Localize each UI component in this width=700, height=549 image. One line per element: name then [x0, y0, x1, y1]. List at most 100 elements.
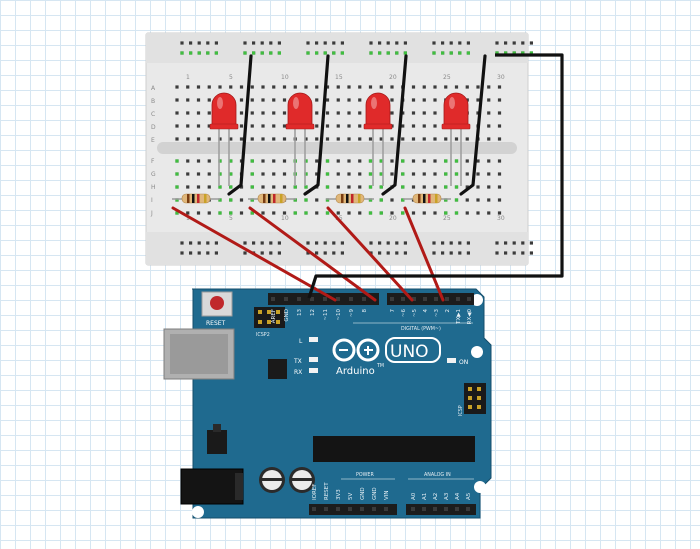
rail-hole: [529, 241, 533, 245]
breadboard-hole: [487, 85, 491, 89]
breadboard-hole: [422, 159, 426, 163]
pin-label: 12: [310, 309, 316, 316]
connected-hole: [454, 172, 459, 176]
top-power-rail: [146, 33, 528, 63]
breadboard-hole: [239, 85, 244, 89]
rail-hole: [306, 241, 310, 245]
breadboard-hole: [487, 137, 491, 141]
rail-hole: [189, 41, 193, 45]
col-number: 5: [229, 215, 233, 222]
icsp-header: [464, 383, 486, 414]
breadboard-hole: [454, 85, 459, 89]
rail-hole: [512, 41, 516, 45]
breadboard-hole: [218, 85, 222, 89]
rail-hole: [386, 251, 390, 255]
connected-hole: [293, 185, 297, 189]
breadboard-hole: [411, 111, 416, 115]
rail-hole: [395, 241, 399, 245]
rail-hole: [521, 241, 525, 245]
resistor: [326, 193, 374, 204]
regulator-tab: [213, 424, 221, 432]
col-number: 1: [186, 74, 190, 81]
breadboard-hole: [315, 111, 319, 115]
breadboard-hole: [282, 211, 287, 215]
breadboard-hole: [487, 172, 491, 176]
breadboard-hole: [196, 85, 201, 89]
breadboard-hole: [444, 85, 448, 89]
breadboard-hole: [422, 185, 426, 189]
header-pin: [467, 297, 471, 301]
rail-hole: [243, 241, 247, 245]
breadboard-hole: [497, 124, 502, 128]
breadboard-hole: [293, 85, 297, 89]
breadboard-hole: [261, 137, 265, 141]
breadboard-hole: [282, 98, 287, 102]
breadboard-hole: [315, 98, 319, 102]
rail-hole: [197, 241, 201, 245]
header-pin: [362, 297, 366, 301]
resistor: [172, 193, 220, 204]
breadboard-hole: [250, 98, 254, 102]
on-label: ON: [459, 359, 468, 366]
connected-rail-hole: [529, 51, 533, 55]
breadboard-hole: [175, 124, 179, 128]
breadboard-hole: [347, 124, 351, 128]
rail-hole: [386, 41, 390, 45]
rail-hole: [441, 241, 445, 245]
mounting-hole: [471, 346, 483, 358]
breadboard-hole: [175, 137, 179, 141]
breadboard-hole: [487, 111, 491, 115]
connected-hole: [229, 185, 233, 189]
breadboard-hole: [325, 111, 330, 115]
breadboard-hole: [207, 124, 211, 128]
connected-rail-hole: [504, 51, 508, 55]
icsp2-header: [254, 307, 285, 328]
rail-hole: [189, 241, 193, 245]
capacitor: [289, 467, 315, 493]
rail-hole: [378, 41, 382, 45]
breadboard-hole: [196, 185, 201, 189]
dc-power-jack[interactable]: [180, 468, 244, 505]
dc-jack-lip: [235, 473, 243, 500]
header-pin: [312, 507, 316, 511]
breadboard-hole: [336, 98, 340, 102]
breadboard-hole: [497, 111, 502, 115]
connected-hole: [229, 159, 233, 163]
rail-hole: [432, 41, 436, 45]
connected-hole: [444, 185, 448, 189]
header-pin: [433, 507, 437, 511]
rail-hole: [214, 41, 218, 45]
breadboard-hole: [186, 98, 190, 102]
connected-hole: [444, 198, 448, 202]
pin-label: A2: [433, 493, 439, 500]
header-pin: [284, 297, 288, 301]
connected-hole: [401, 172, 405, 176]
signal-wires: [171, 206, 445, 302]
breadboard-hole: [497, 185, 502, 189]
breadboard-hole: [390, 137, 394, 141]
breadboard-hole: [433, 137, 437, 141]
connected-hole: [325, 159, 330, 163]
rail-hole: [323, 251, 327, 255]
reset-button[interactable]: [210, 296, 224, 310]
row-letter: G: [151, 171, 156, 178]
tx-led: [309, 357, 318, 362]
header-pin: [422, 507, 426, 511]
connected-hole: [218, 198, 222, 202]
rail-hole: [277, 41, 281, 45]
breadboard-hole: [379, 85, 383, 89]
rail-hole: [378, 241, 382, 245]
breadboard-hole: [229, 137, 233, 141]
connected-hole: [444, 172, 448, 176]
breadboard-hole: [186, 111, 190, 115]
header-pin: [456, 297, 460, 301]
breadboard-hole: [487, 185, 491, 189]
rail-hole: [395, 251, 399, 255]
pin-label: ~11: [323, 309, 329, 321]
rail-hole: [197, 251, 201, 255]
connected-hole: [379, 159, 383, 163]
breadboard-hole: [433, 124, 437, 128]
breadboard-hole: [272, 98, 276, 102]
